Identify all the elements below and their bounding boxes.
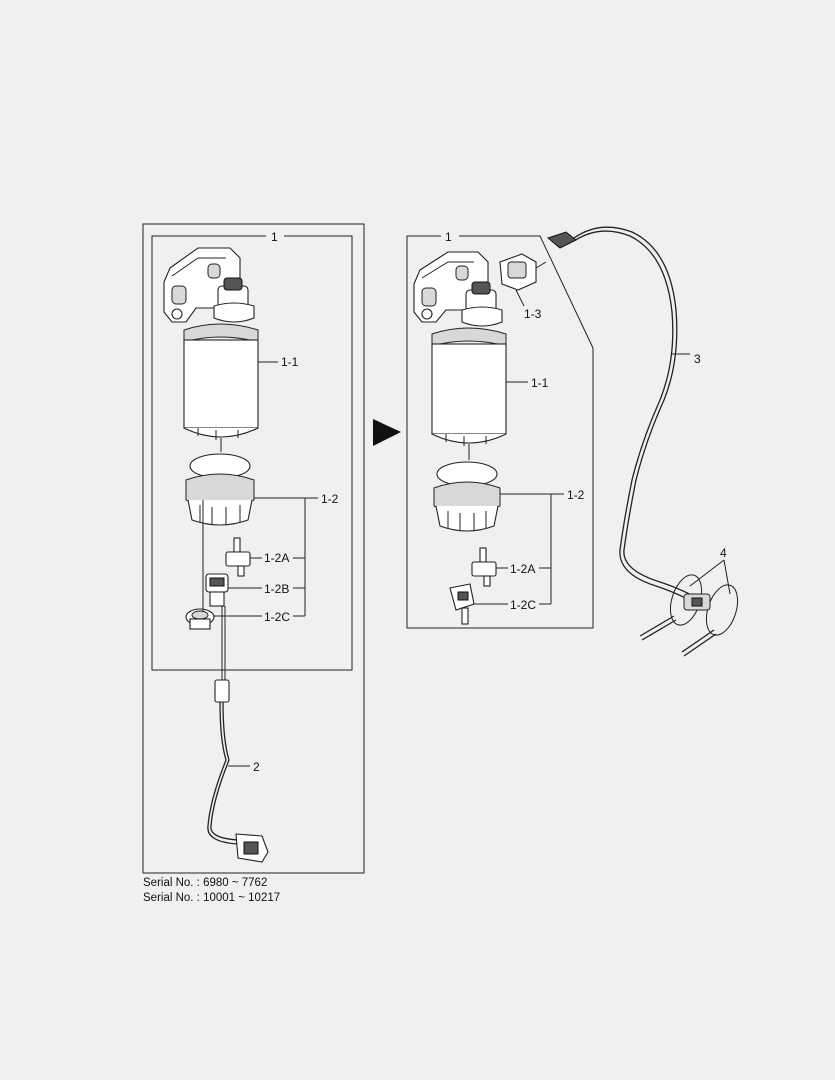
left-outer-frame [142, 223, 365, 874]
left-group: 1 1-1 [142, 223, 365, 874]
right-harness [546, 226, 701, 605]
right-label-1-2A: 1-2A [510, 562, 535, 576]
left-sensor-a [225, 537, 251, 577]
right-label-1-3: 1-3 [524, 307, 542, 321]
right-label-1-2C: 1-2C [510, 598, 536, 612]
left-label-1-2B: 1-2B [264, 582, 289, 596]
left-label-1: 1 [271, 230, 278, 244]
left-inner-frame [151, 235, 353, 671]
left-sensor-b [205, 573, 229, 607]
right-label-1: 1 [445, 230, 452, 244]
cable-ties [639, 574, 739, 657]
right-label-1-2: 1-2 [567, 488, 585, 502]
left-label-1-2: 1-2 [321, 492, 339, 506]
left-label-1-2A: 1-2A [264, 551, 289, 565]
right-frame [406, 235, 594, 629]
left-label-2: 2 [253, 760, 260, 774]
left-drain-c [185, 608, 215, 630]
right-bowl [433, 461, 501, 532]
left-bowl [185, 453, 255, 526]
left-filter-element [183, 323, 259, 452]
right-label-3: 3 [694, 352, 701, 366]
right-drain-c [449, 583, 475, 625]
serial-range-1: Serial No. : 6980 ~ 7762 [143, 877, 268, 889]
right-sensor-a [471, 547, 497, 587]
right-group: 1 1-3 1- [406, 230, 594, 629]
serial-range-2: Serial No. : 10001 ~ 10217 [143, 892, 281, 904]
left-label-1-1: 1-1 [281, 355, 299, 369]
right-label-1-1: 1-1 [531, 376, 549, 390]
left-harness [207, 679, 269, 863]
right-connector [499, 253, 547, 291]
right-label-4: 4 [720, 546, 727, 560]
right-filter-element [431, 327, 507, 460]
right-triangle-arrow-icon [373, 419, 401, 446]
right-filter-head [413, 251, 503, 327]
left-filter-head [163, 247, 255, 323]
left-label-1-2C: 1-2C [264, 610, 290, 624]
